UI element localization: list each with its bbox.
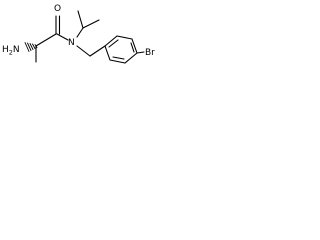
bond-ring-bromine — [136, 51, 145, 54]
amine-hydrogen: H — [2, 45, 9, 55]
wedge-hash-2 — [32, 43, 36, 49]
ring-bond-6 — [104, 45, 111, 61]
wedge-hash-5 — [24, 42, 30, 52]
ring-bond-4 — [124, 52, 138, 64]
bond-carbonyl-nitrogen — [56, 33, 69, 41]
wedge-hash-4 — [27, 42, 32, 51]
bond-isopropyl-methyl-right — [82, 19, 100, 29]
atom-labels: H2N O N Br — [2, 4, 155, 58]
bromine-label: Br — [145, 48, 155, 58]
bond-alpha-carbonyl — [35, 33, 57, 47]
wedge-hash-3 — [29, 43, 34, 50]
ring-bond-1 — [104, 35, 118, 47]
bond-nitrogen-benzyl — [76, 45, 91, 57]
bonds — [35, 10, 145, 64]
amine-subscript: 2 — [9, 49, 13, 57]
ring-inner-bond-1 — [108, 39, 119, 48]
structure-diagram: H2N O N Br — [2, 4, 155, 64]
ring-inner-bond-3 — [112, 56, 125, 60]
hashed-wedge — [24, 42, 38, 52]
bond-nitrogen-isopropyl — [76, 27, 84, 38]
ring-bond-5 — [109, 59, 126, 64]
bond-benzyl-ring — [89, 45, 106, 57]
amide-nitrogen-label: N — [68, 38, 75, 48]
ring-inner-bond-2 — [130, 42, 135, 53]
amine-nitrogen: N — [13, 45, 20, 55]
ring-bond-3 — [131, 38, 138, 54]
carbonyl-oxygen-label: O — [54, 4, 61, 14]
amine-label: H2N — [2, 45, 20, 57]
bond-isopropyl-methyl-left — [77, 10, 84, 29]
wedge-hash-1 — [34, 44, 38, 48]
ring-bond-2 — [116, 35, 133, 40]
